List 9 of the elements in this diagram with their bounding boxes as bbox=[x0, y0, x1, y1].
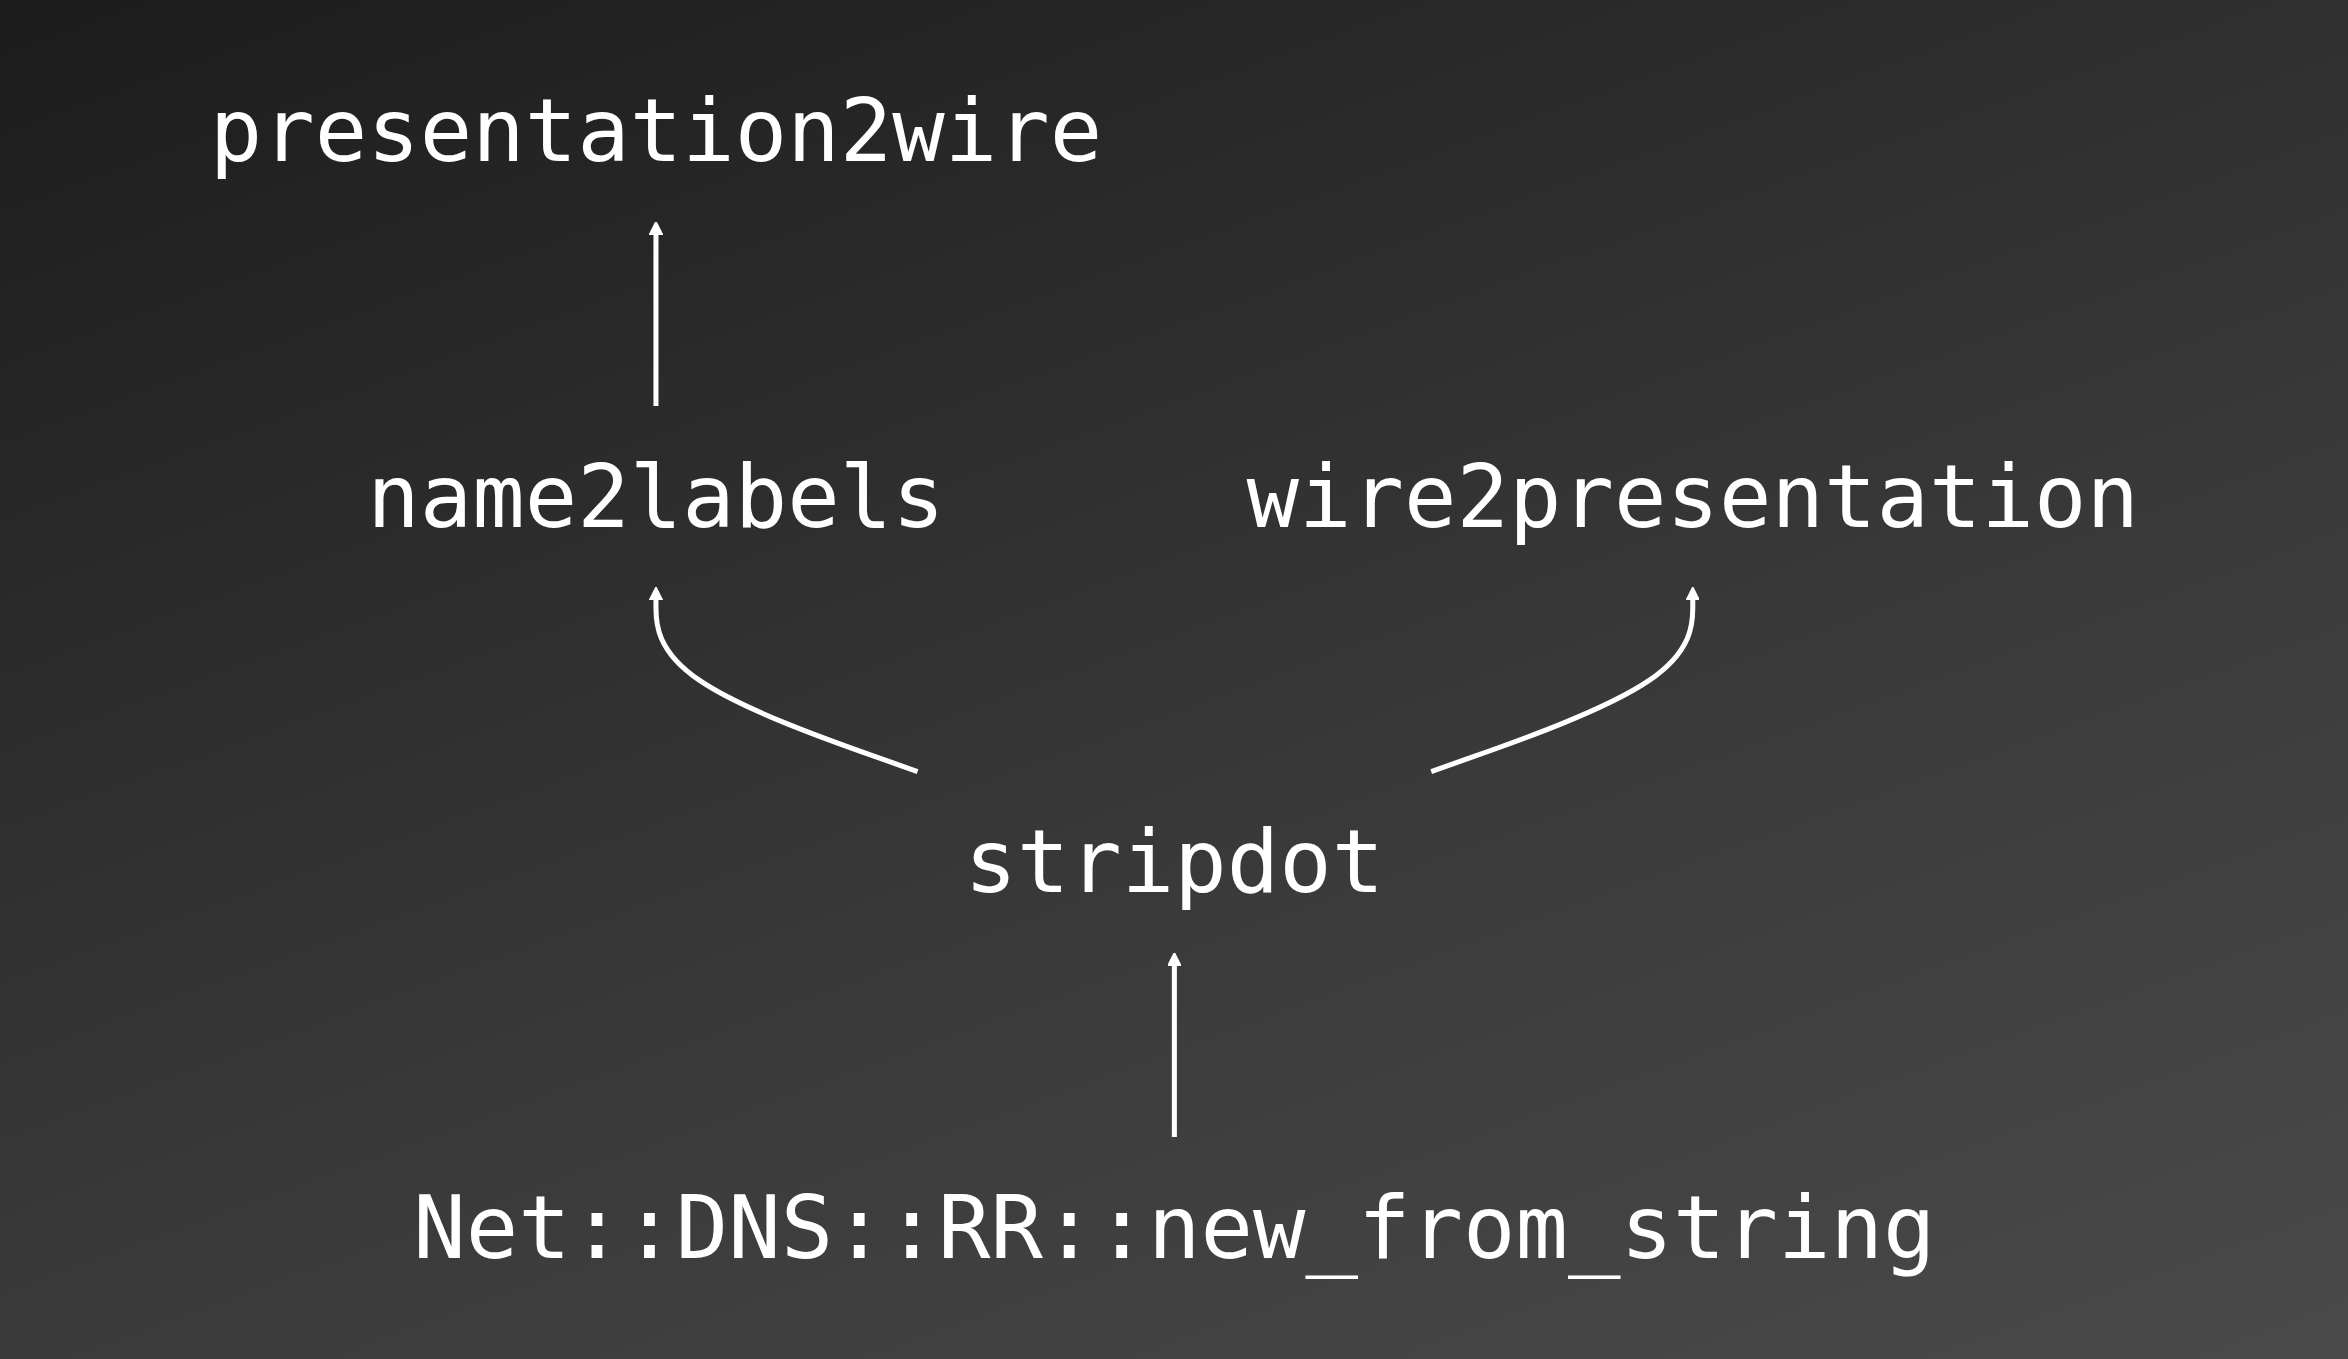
node-text: stripdot bbox=[964, 811, 1384, 913]
arrow bbox=[1430, 586, 1700, 775]
node-text: name2labels bbox=[366, 446, 945, 548]
arrow bbox=[648, 586, 918, 775]
node-text: Net::DNS::RR::new_from_string bbox=[412, 1177, 1936, 1279]
arrow bbox=[1166, 952, 1182, 1138]
arrow bbox=[648, 221, 663, 407]
node-text: wire2presentation bbox=[1246, 446, 2139, 548]
node-text: presentation2wire bbox=[209, 80, 1102, 182]
